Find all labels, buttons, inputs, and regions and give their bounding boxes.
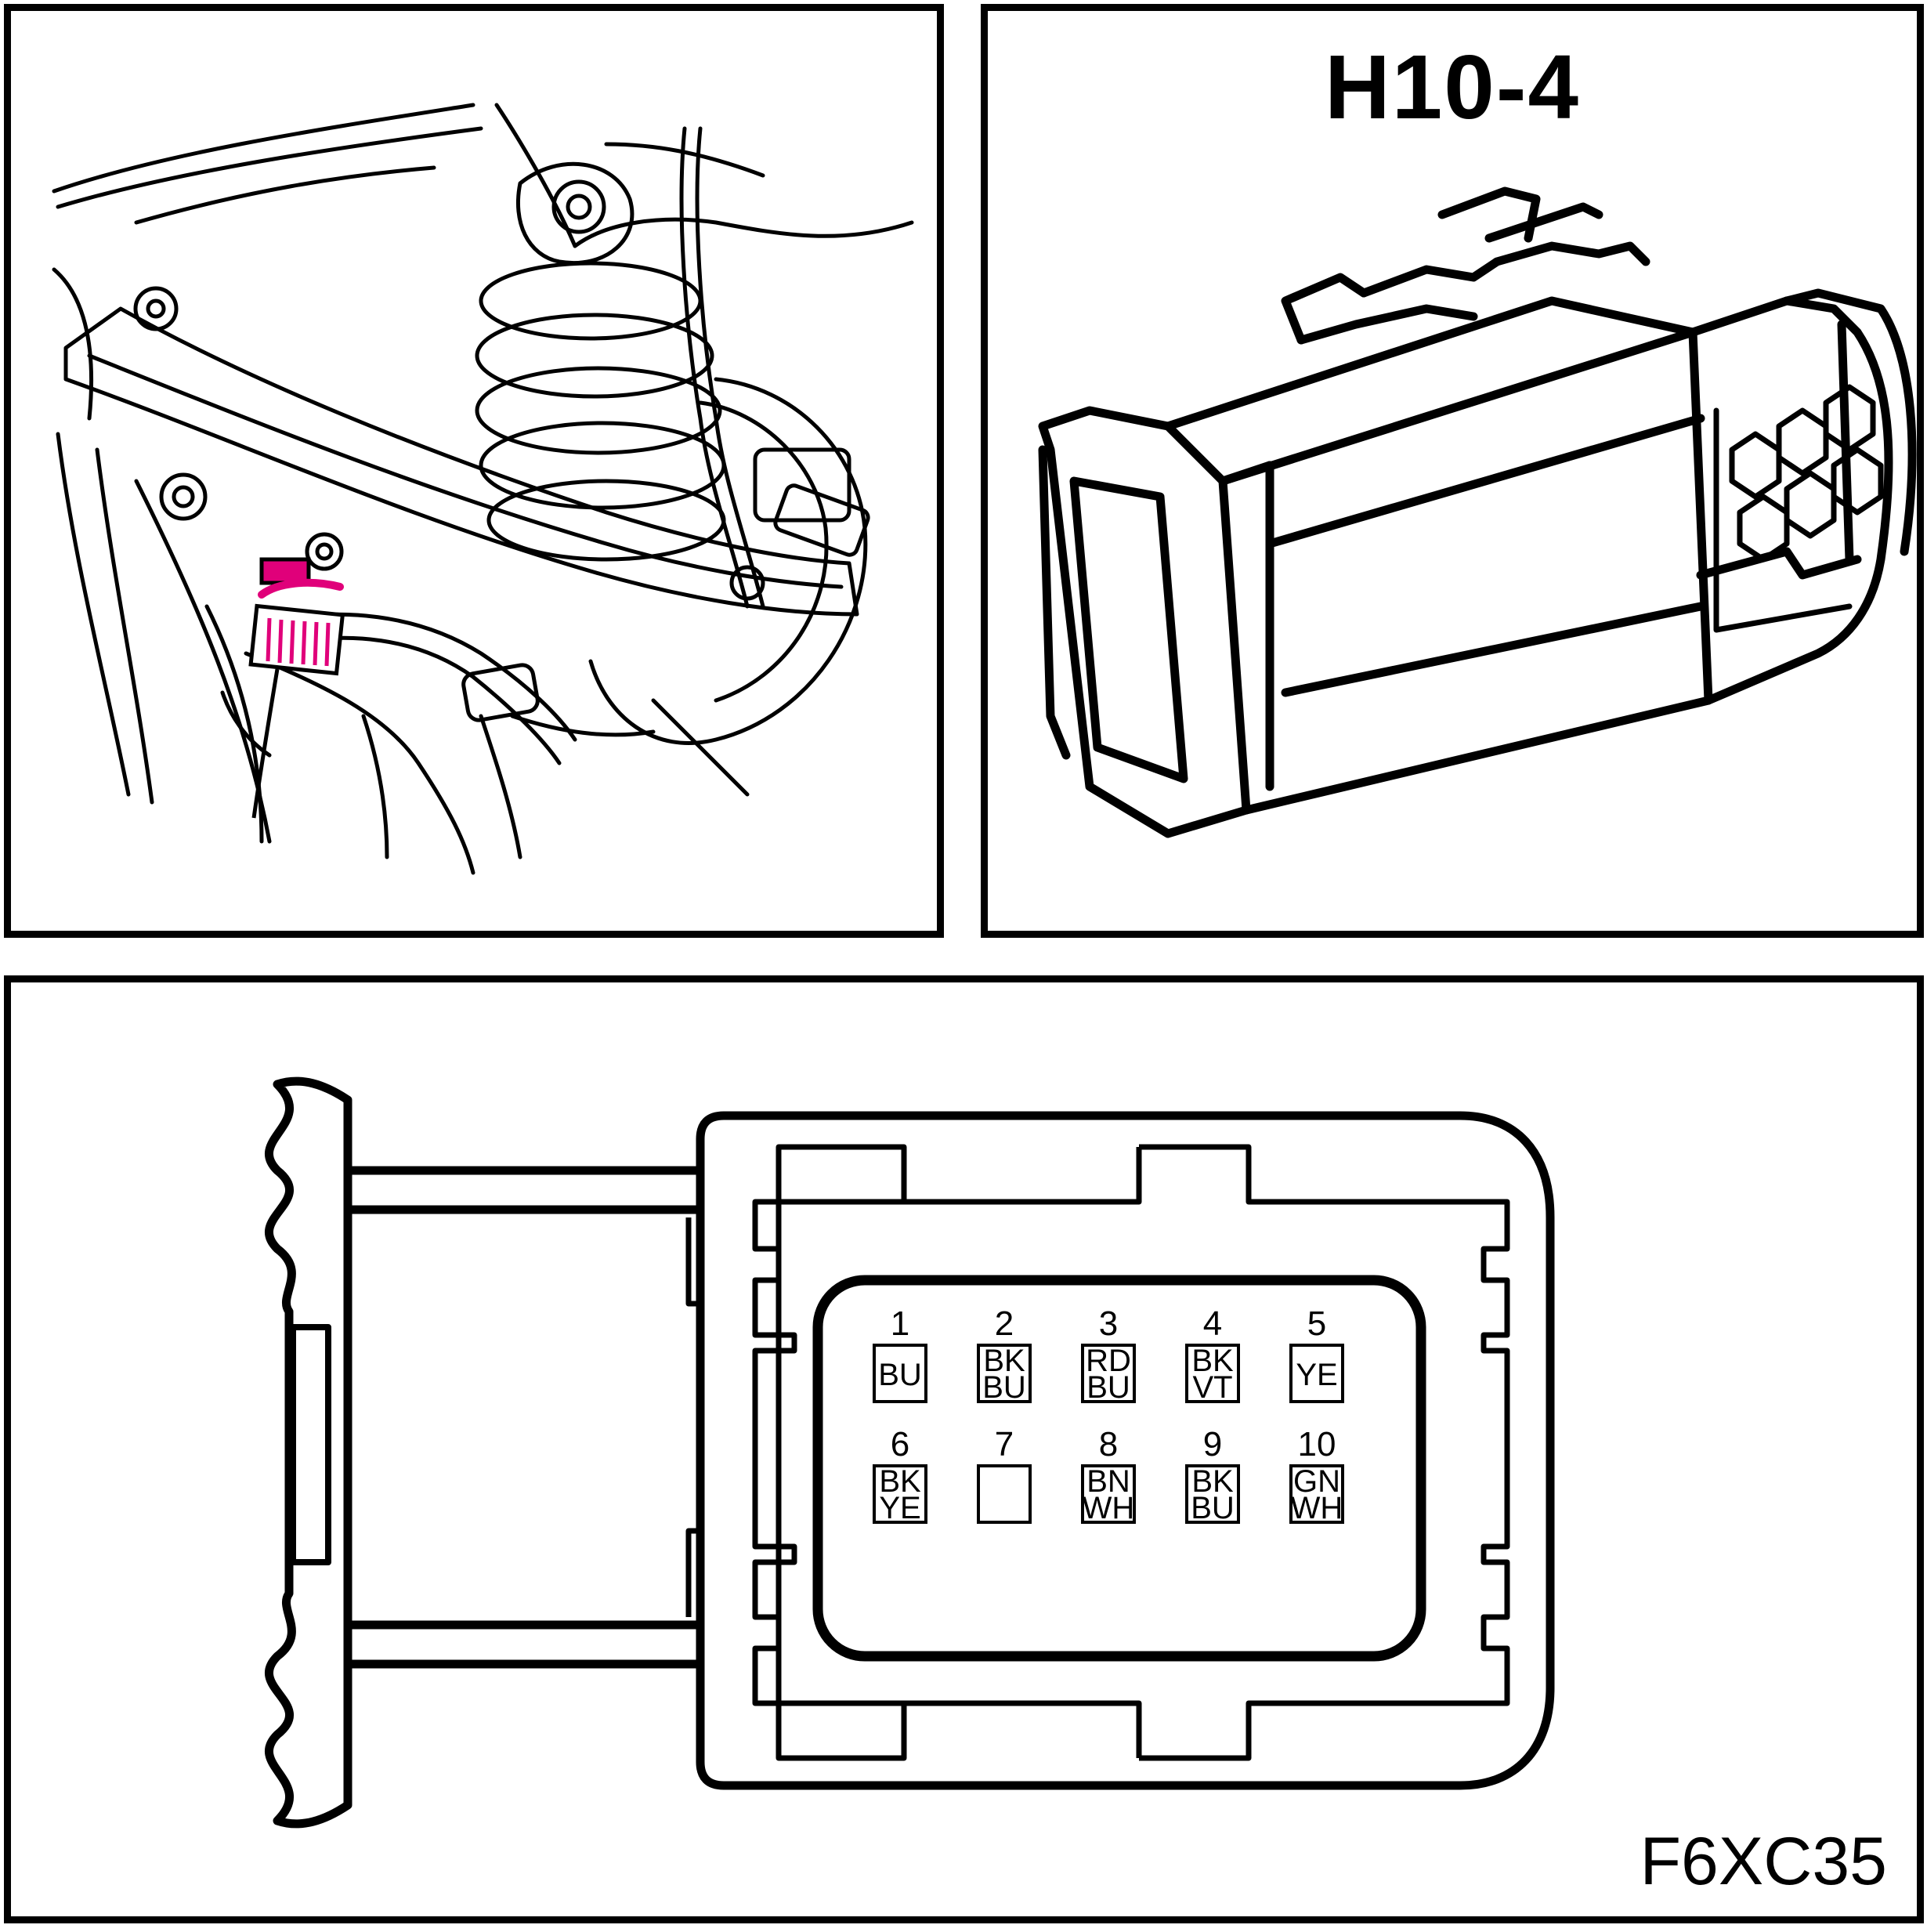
connector-face-drawing: 1 BU 2 BK BU 3 RD BU 4 BK VT	[264, 1076, 1555, 1829]
wire-color: BK	[1191, 1344, 1234, 1378]
connector-id-title: H10-4	[1325, 36, 1580, 138]
pin-8: 8 BN WH	[1081, 1425, 1136, 1525]
pin-cell	[1289, 1464, 1344, 1524]
pin-7: 7	[977, 1425, 1032, 1524]
wire-color: VT	[1192, 1370, 1232, 1405]
wire-color: BK	[983, 1344, 1025, 1378]
wire-color: BU	[1191, 1491, 1235, 1525]
pin-cell	[873, 1464, 927, 1524]
wire-color: RD	[1086, 1344, 1131, 1378]
wire-color: WH	[1083, 1491, 1135, 1525]
pin-cell	[1185, 1464, 1240, 1524]
wire-color: YE	[879, 1491, 920, 1525]
pin-cell	[1081, 1464, 1136, 1524]
pin-6: 6 BK YE	[873, 1425, 927, 1525]
pin-cell	[1185, 1344, 1240, 1403]
suspension-location-drawing	[52, 103, 914, 875]
pinout-panel: 1 BU 2 BK BU 3 RD BU 4 BK VT	[4, 975, 1924, 1923]
pin-1: 1 BU	[873, 1304, 927, 1403]
wire-color: BK	[1191, 1464, 1234, 1499]
pin-9: 9 BK BU	[1185, 1425, 1240, 1525]
connector-isometric-drawing	[1038, 186, 1917, 838]
pin-number: 1	[891, 1304, 909, 1343]
pin-cell	[1289, 1344, 1344, 1403]
location-panel	[4, 4, 944, 938]
pin-number: 10	[1298, 1425, 1336, 1463]
pin-number: 6	[891, 1425, 909, 1463]
pin-grid: 1 BU 2 BK BU 3 RD BU 4 BK VT	[873, 1304, 1344, 1525]
pin-number: 5	[1307, 1304, 1326, 1343]
pin-2: 2 BK BU	[977, 1304, 1032, 1405]
pin-5: 5 YE	[1289, 1304, 1344, 1403]
sensor-connector-highlight	[248, 557, 345, 819]
pin-number: 8	[1099, 1425, 1118, 1463]
pin-4: 4 BK VT	[1185, 1304, 1240, 1405]
wire-color: YE	[1296, 1358, 1337, 1392]
pin-number: 7	[995, 1425, 1014, 1463]
pin-3: 3 RD BU	[1081, 1304, 1136, 1405]
wire-color: GN	[1293, 1464, 1340, 1499]
pin-number: 2	[995, 1304, 1014, 1343]
wire-color: BN	[1086, 1464, 1130, 1499]
wire-color: BU	[1086, 1370, 1130, 1405]
pin-number: 9	[1203, 1425, 1222, 1463]
pin-cell-empty	[977, 1464, 1032, 1524]
pin-cell	[873, 1344, 927, 1403]
wire-color: WH	[1291, 1491, 1343, 1525]
wire-color: BU	[878, 1358, 922, 1392]
pin-10: 10 GN WH	[1289, 1425, 1344, 1525]
pin-cell	[977, 1344, 1032, 1403]
wire-color: BU	[982, 1370, 1026, 1405]
pin-number: 4	[1203, 1304, 1222, 1343]
pin-cell	[1081, 1344, 1136, 1403]
wire-color: BK	[879, 1464, 921, 1499]
figure-code: F6XC35	[1640, 1824, 1888, 1899]
pin-number: 3	[1099, 1304, 1118, 1343]
connector-panel: H10-4	[981, 4, 1924, 938]
